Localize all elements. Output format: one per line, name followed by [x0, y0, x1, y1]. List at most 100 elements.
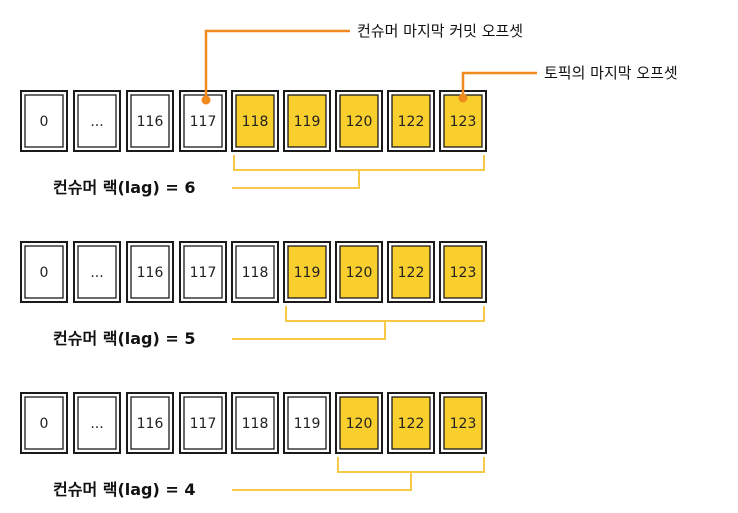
offset-row: 0... 116 117 118 119 120 122 123 컨슈머 랙(lag) = 6 — [20, 90, 487, 197]
offset-cell-committed — [24, 245, 64, 299]
lag-pointer-line — [232, 321, 386, 340]
offset-cell-lag — [339, 245, 379, 299]
offset-label: 118 — [242, 416, 269, 432]
offset-label: 116 — [137, 416, 164, 432]
callout-consumer-commit-label: 컨슈머 마지막 커밋 오프셋 — [357, 22, 523, 40]
offset-label: 123 — [450, 114, 477, 130]
lag-label: 컨슈머 랙(lag) = 6 — [53, 178, 196, 197]
offset-cell: 118 — [231, 392, 279, 454]
offset-cell: 118 — [231, 241, 279, 303]
offset-label: ... — [90, 114, 103, 130]
offset-cell: 120 — [335, 241, 383, 303]
offset-label: 117 — [190, 265, 217, 281]
offset-row: 0... 116 117 118 119 120 122 123 컨슈머 랙(lag) = 5 — [20, 241, 487, 348]
callout-topic-last-dot — [458, 93, 468, 103]
offset-cell: 116 — [126, 392, 174, 454]
lag-label: 컨슈머 랙(lag) = 4 — [53, 480, 196, 499]
lag-bracket — [233, 155, 485, 171]
offset-label: 118 — [242, 114, 269, 130]
lag-label: 컨슈머 랙(lag) = 5 — [53, 329, 196, 348]
offset-label: 0 — [40, 114, 49, 130]
offset-label: 118 — [242, 265, 269, 281]
offset-cell: 119 — [283, 392, 331, 454]
offset-cell-lag — [287, 94, 327, 148]
offset-label: 122 — [398, 114, 425, 130]
offset-cell-committed — [77, 396, 117, 450]
offset-cell: 0 — [20, 392, 68, 454]
offset-cell-committed — [183, 245, 223, 299]
offset-label: 117 — [190, 114, 217, 130]
offset-label: 0 — [40, 265, 49, 281]
callout-topic-last-label: 토픽의 마지막 오프셋 — [544, 64, 678, 82]
offset-cell-committed — [24, 94, 64, 148]
offset-cell-lag — [339, 396, 379, 450]
offset-label: 119 — [294, 114, 321, 130]
lag-bracket — [285, 306, 485, 322]
offset-cell: 120 — [335, 392, 383, 454]
offset-label: 123 — [450, 265, 477, 281]
offset-cell: 120 — [335, 90, 383, 152]
offset-label: 117 — [190, 416, 217, 432]
offset-cell-committed — [183, 396, 223, 450]
offset-cell-committed — [287, 396, 327, 450]
offset-label: 122 — [398, 416, 425, 432]
offset-cell-lag — [235, 94, 275, 148]
offset-label: 116 — [137, 265, 164, 281]
offset-cell-committed — [130, 245, 170, 299]
offset-label: 119 — [294, 416, 321, 432]
offset-cell-committed — [24, 396, 64, 450]
offset-cell-committed — [77, 245, 117, 299]
offset-label: 122 — [398, 265, 425, 281]
callout-consumer-commit-line — [204, 29, 350, 99]
offset-cell: 122 — [387, 90, 435, 152]
offset-cell-lag — [443, 245, 483, 299]
offset-cell: ... — [73, 241, 121, 303]
callout-topic-last: 토픽의 마지막 오프셋 — [458, 64, 678, 103]
offset-cell: 117 — [179, 392, 227, 454]
offset-cell-lag — [443, 396, 483, 450]
lag-pointer-line — [232, 472, 412, 491]
offset-cell-lag — [391, 94, 431, 148]
offset-label: 119 — [294, 265, 321, 281]
offset-cell: 122 — [387, 241, 435, 303]
offset-cell: 119 — [283, 90, 331, 152]
offset-label: ... — [90, 265, 103, 281]
offset-cell: 0 — [20, 90, 68, 152]
offset-cell: 122 — [387, 392, 435, 454]
offset-cell-committed — [235, 245, 275, 299]
offset-cell-committed — [130, 94, 170, 148]
callout-topic-last-line — [461, 71, 537, 98]
offset-row: 0... 116 117 118 119 120 122 123 컨슈머 랙(lag) = 4 — [20, 392, 487, 499]
offset-cell-committed — [183, 94, 223, 148]
offset-label: 120 — [346, 416, 373, 432]
offset-cell: 0 — [20, 241, 68, 303]
callout-consumer-commit: 컨슈머 마지막 커밋 오프셋 — [201, 22, 523, 105]
offset-cell: 118 — [231, 90, 279, 152]
callout-consumer-commit-dot — [201, 95, 211, 105]
offset-cell: ... — [73, 90, 121, 152]
offset-cell-committed — [235, 396, 275, 450]
offset-cell: 116 — [126, 90, 174, 152]
offset-cell-lag — [391, 245, 431, 299]
offset-label: 123 — [450, 416, 477, 432]
offset-cell: 116 — [126, 241, 174, 303]
offset-cell-lag — [391, 396, 431, 450]
lag-pointer-line — [232, 170, 360, 189]
offset-label: 120 — [346, 114, 373, 130]
offset-cell-lag — [339, 94, 379, 148]
offset-cell-committed — [130, 396, 170, 450]
offset-label: ... — [90, 416, 103, 432]
offset-label: 0 — [40, 416, 49, 432]
offset-cell: 119 — [283, 241, 331, 303]
offset-cell: ... — [73, 392, 121, 454]
lag-bracket — [337, 457, 485, 473]
offset-cell-committed — [77, 94, 117, 148]
offset-label: 120 — [346, 265, 373, 281]
offset-label: 116 — [137, 114, 164, 130]
offset-cell: 123 — [439, 241, 487, 303]
offset-cell-lag — [287, 245, 327, 299]
offset-cell: 123 — [439, 392, 487, 454]
offset-cell: 117 — [179, 241, 227, 303]
